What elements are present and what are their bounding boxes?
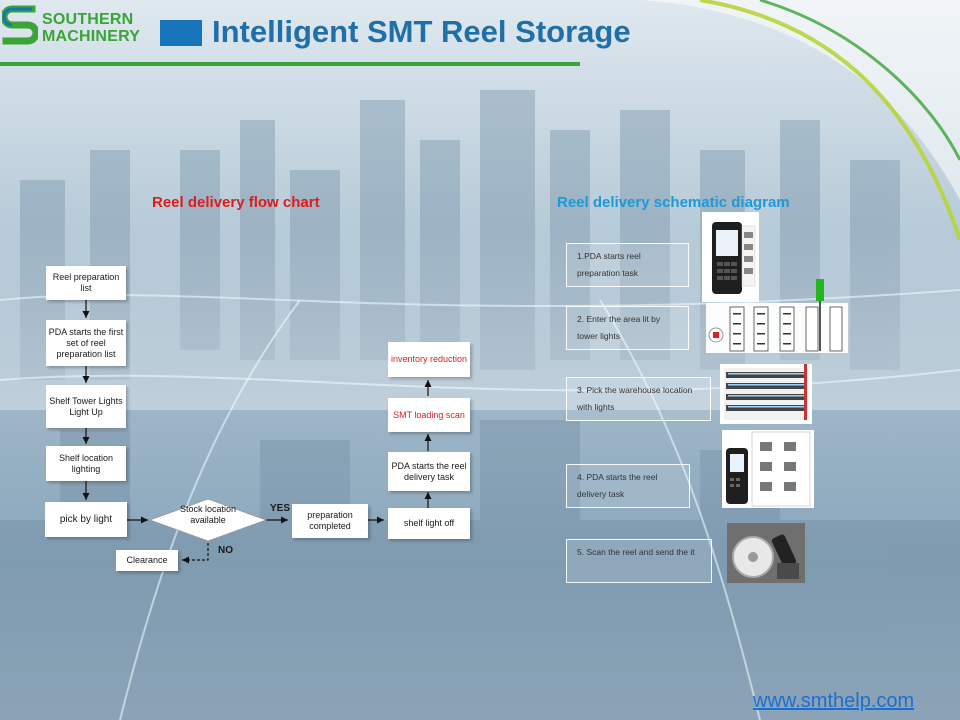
- pda-scanner-icon: [702, 212, 759, 302]
- pda-screen-icon: [722, 430, 814, 508]
- node-shelf-light-off: shelf light off: [388, 508, 470, 539]
- arrow-decision-to-clearance: [182, 538, 209, 564]
- schematic-step-1: 1.PDA starts reel preparation task: [566, 243, 689, 287]
- page-title: Intelligent SMT Reel Storage: [212, 14, 631, 49]
- node-clearance: Clearance: [116, 550, 178, 571]
- header-swoosh-decoration: [640, 0, 960, 240]
- decision-diamond: [148, 498, 268, 542]
- tower-light-shelves-icon: [706, 279, 848, 353]
- edge-label-yes: YES: [270, 503, 291, 514]
- node-smt-loading-scan: SMT loading scan: [388, 398, 470, 432]
- edge-label-no: NO: [218, 545, 233, 556]
- node-location-lighting: Shelf location lighting: [46, 446, 126, 481]
- logo-text-southern: SOUTHERN: [42, 11, 134, 28]
- node-pick-by-light: pick by light: [45, 502, 127, 537]
- node-preparation-completed: preparation completed: [292, 504, 368, 538]
- schematic-step-4: 4. PDA starts the reel delivery task: [566, 464, 690, 508]
- schematic-step-5: 5. Scan the reel and send the it: [566, 539, 712, 583]
- schematic-step-2: 2. Enter the area lit by tower lights: [566, 306, 689, 350]
- lit-shelf-rack-icon: [720, 364, 812, 424]
- reel-scan-icon: [727, 523, 805, 583]
- website-link[interactable]: www.smthelp.com: [753, 690, 915, 712]
- schematic-step-3: 3. Pick the warehouse location with ligh…: [566, 377, 711, 421]
- node-pda-start-delivery: PDA starts the reel delivery task: [388, 452, 470, 491]
- node-reel-preparation-list: Reel preparation list: [46, 266, 126, 300]
- title-accent-square: [160, 20, 202, 46]
- node-pda-start-first-set: PDA starts the first set of reel prepara…: [46, 320, 126, 366]
- node-stock-location-available: Stock location available: [179, 504, 237, 525]
- node-inventory-reduction: inventory reduction: [388, 342, 470, 377]
- schematic-heading: Reel delivery schematic diagram: [557, 194, 790, 211]
- node-tower-lights: Shelf Tower Lights Light Up: [46, 385, 126, 428]
- logo-text-machinery: MACHINERY: [42, 28, 141, 45]
- flow-chart-heading: Reel delivery flow chart: [152, 194, 320, 211]
- header-divider: [0, 62, 580, 66]
- southern-machinery-logo-icon: [2, 5, 38, 45]
